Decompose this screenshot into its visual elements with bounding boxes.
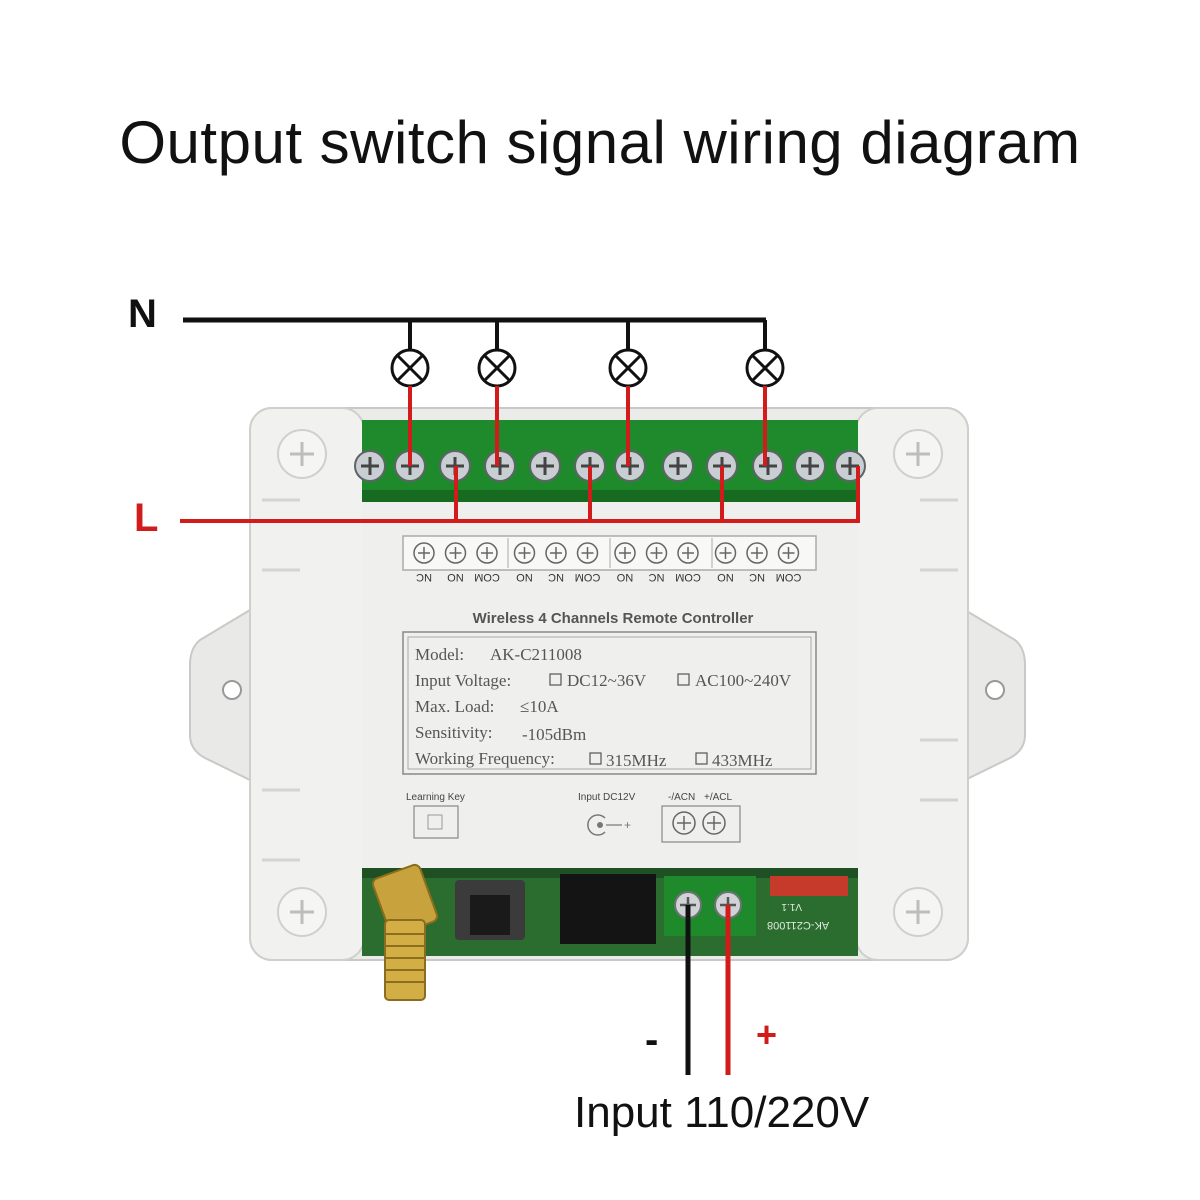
terminal-print-icon <box>614 542 636 564</box>
terminal-label: NC <box>649 571 665 583</box>
max-load-value: ≤10A <box>520 697 559 716</box>
input-voltage-label: Input Voltage: <box>415 671 511 690</box>
terminal-label: COM <box>675 571 701 583</box>
antenna-connector-icon <box>371 863 439 1001</box>
terminal-label: NO <box>516 571 533 583</box>
terminal-print-icon <box>746 542 768 564</box>
terminal-screw-icon <box>662 450 694 482</box>
terminal-print-icon <box>576 542 599 564</box>
dc-jack-symbol-icon: + <box>587 814 631 836</box>
terminal-print-icon <box>645 542 668 564</box>
terminal-label: NC <box>416 571 432 583</box>
max-load-label: Max. Load: <box>415 697 494 716</box>
terminal-print-icons <box>413 538 800 568</box>
checkbox-icon <box>549 673 562 686</box>
input-dc-label: Input DC12V <box>578 792 636 803</box>
lamp-load-icon <box>608 320 648 466</box>
frequency-label: Working Frequency: <box>415 749 555 768</box>
frequency-433: 433MHz <box>712 751 773 770</box>
power-terminal-print-box <box>661 805 741 843</box>
output-terminal-screws <box>354 450 866 482</box>
model-label: Model: <box>415 645 464 664</box>
terminal-label: COM <box>474 571 500 583</box>
live-wire-com-drops <box>454 466 724 521</box>
terminal-print-icon <box>513 542 536 564</box>
output-terminal-block <box>362 420 858 502</box>
terminal-label: COM <box>776 571 802 583</box>
power-terminal-print-icons <box>672 811 726 835</box>
pcb-version-text: V1.1 <box>781 901 802 912</box>
sensitivity-value: -105dBm <box>522 725 586 744</box>
mount-hole-left <box>222 680 242 700</box>
terminal-label: NO <box>616 571 633 583</box>
diagram-title: Output switch signal wiring diagram <box>119 109 1081 176</box>
terminal-print-icon <box>476 542 498 564</box>
terminal-print-icon <box>714 542 737 564</box>
terminal-screw-icon <box>752 450 784 482</box>
terminal-label: COM <box>575 571 601 583</box>
pcb-model-text: AK-C211008 <box>767 919 829 931</box>
terminal-print-icon <box>777 542 800 564</box>
terminal-print-icon <box>413 542 435 564</box>
terminal-screw-icon <box>354 450 386 482</box>
terminal-label: NO <box>717 571 734 583</box>
learning-key-icon <box>427 814 443 830</box>
input-voltage-ac: AC100~240V <box>695 671 792 690</box>
model-value: AK-C211008 <box>490 645 582 664</box>
lamp-loads <box>390 320 785 466</box>
acn-label: -/ACN <box>668 792 695 803</box>
device-heading: Wireless 4 Channels Remote Controller <box>473 610 754 627</box>
corner-screw-icon <box>277 429 943 937</box>
dc-jack-icon <box>560 874 656 944</box>
learning-key-button[interactable] <box>413 805 459 839</box>
checkbox-icon <box>677 673 690 686</box>
terminal-label: NO <box>447 571 464 583</box>
lamp-load-icon <box>477 320 517 466</box>
terminal-screw-icon <box>794 450 826 482</box>
svg-text:+: + <box>624 818 631 832</box>
checkbox-icon <box>589 752 602 765</box>
checkbox-icon <box>695 752 708 765</box>
terminal-screw-icon <box>484 450 516 482</box>
terminal-labels: NC NO COM NO NC COM NO NC COM NO NC COM <box>416 571 801 583</box>
terminal-label: NC <box>749 571 765 583</box>
live-label: L <box>134 496 159 540</box>
sensitivity-label: Sensitivity: <box>415 723 492 742</box>
pcb-area: AK-C211008 V1.1 <box>362 868 858 956</box>
lamp-load-icon <box>390 320 430 466</box>
mount-hole-right <box>985 680 1005 700</box>
lamp-load-icon <box>745 320 785 466</box>
frequency-315: 315MHz <box>606 751 667 770</box>
terminal-print-icon <box>444 542 467 564</box>
acl-label: +/ACL <box>704 792 733 803</box>
input-voltage-dc: DC12~36V <box>567 671 647 690</box>
learning-key-label: Learning Key <box>406 792 465 803</box>
neutral-label: N <box>128 292 157 336</box>
terminal-print-icon <box>545 542 567 564</box>
terminal-screw-icon <box>529 450 561 482</box>
input-voltage-caption: Input 110/220V <box>574 1088 870 1137</box>
live-wire <box>180 466 860 523</box>
terminal-label: NC <box>548 571 564 583</box>
minus-label: - <box>645 1018 659 1062</box>
plus-label: + <box>756 1014 778 1055</box>
spec-box <box>402 631 817 775</box>
terminal-print-icon <box>677 542 699 564</box>
terminal-screw-icon <box>834 450 866 482</box>
